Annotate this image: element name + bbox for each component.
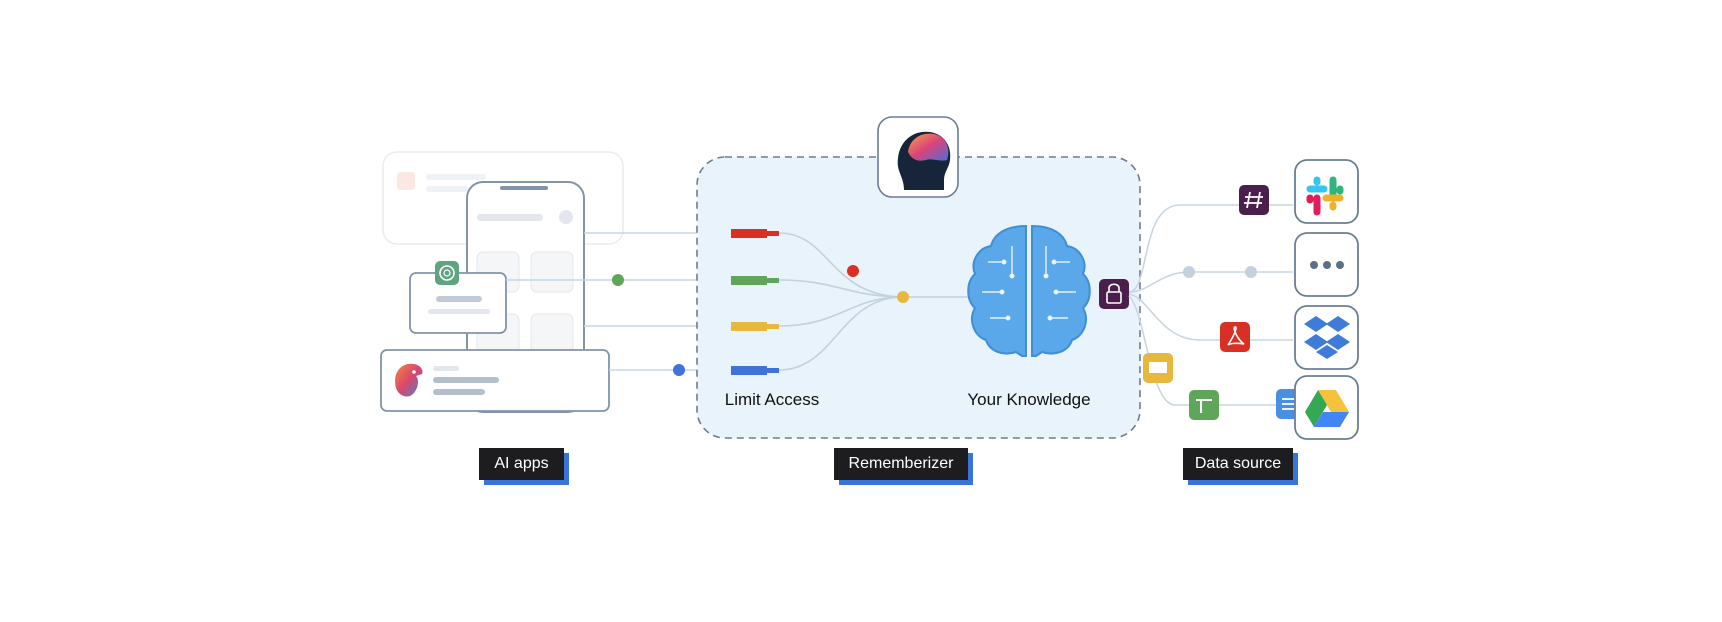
- google-slides-icon: [1143, 353, 1173, 383]
- your-knowledge-label: Your Knowledge: [967, 390, 1090, 409]
- background-card-line: [426, 186, 468, 192]
- ai-apps-badge: AI apps: [479, 448, 564, 480]
- limit-access-label: Limit Access: [725, 390, 819, 409]
- red-connector-icon: [731, 229, 779, 238]
- source-dot: [1183, 266, 1195, 278]
- blue-app-dot: [673, 364, 685, 376]
- more-source-tile[interactable]: [1294, 232, 1359, 297]
- access-curves: [778, 232, 970, 371]
- google-sheets-icon: [1189, 390, 1219, 420]
- rememberizer-panel: Limit Access Your Knowledge: [696, 156, 1141, 439]
- green-connector-icon: [731, 276, 779, 285]
- ai-apps-group: [380, 151, 624, 413]
- background-card-icon: [397, 172, 415, 190]
- dropbox-source-tile[interactable]: [1294, 305, 1359, 370]
- slack-channel-icon: [1239, 185, 1269, 215]
- pdf-icon: [1220, 322, 1250, 352]
- head-brain-icon: [877, 116, 959, 198]
- yellow-connector-icon: [731, 322, 779, 331]
- blue-connector-icon: [731, 366, 779, 375]
- slack-source-tile[interactable]: [1294, 159, 1359, 224]
- source-dot: [1245, 266, 1257, 278]
- rememberizer-app-card[interactable]: [380, 349, 610, 412]
- rememberizer-bird-icon: [395, 363, 423, 397]
- slack-icon: [1306, 176, 1344, 216]
- background-card-line: [426, 174, 486, 180]
- data-source-badge: Data source: [1183, 448, 1293, 480]
- lock-icon: [1099, 279, 1129, 309]
- red-access-dot: [847, 265, 859, 277]
- chatgpt-app-card[interactable]: [409, 261, 507, 334]
- google-drive-icon: [1305, 390, 1349, 427]
- chatgpt-icon: [435, 261, 459, 285]
- more-icon: [1310, 261, 1344, 269]
- google-drive-source-tile[interactable]: [1294, 375, 1359, 440]
- dropbox-icon: [1304, 316, 1350, 359]
- green-app-dot: [612, 274, 624, 286]
- hub-dot: [897, 291, 909, 303]
- brain-icon: [967, 224, 1091, 357]
- rememberizer-badge: Rememberizer: [834, 448, 968, 480]
